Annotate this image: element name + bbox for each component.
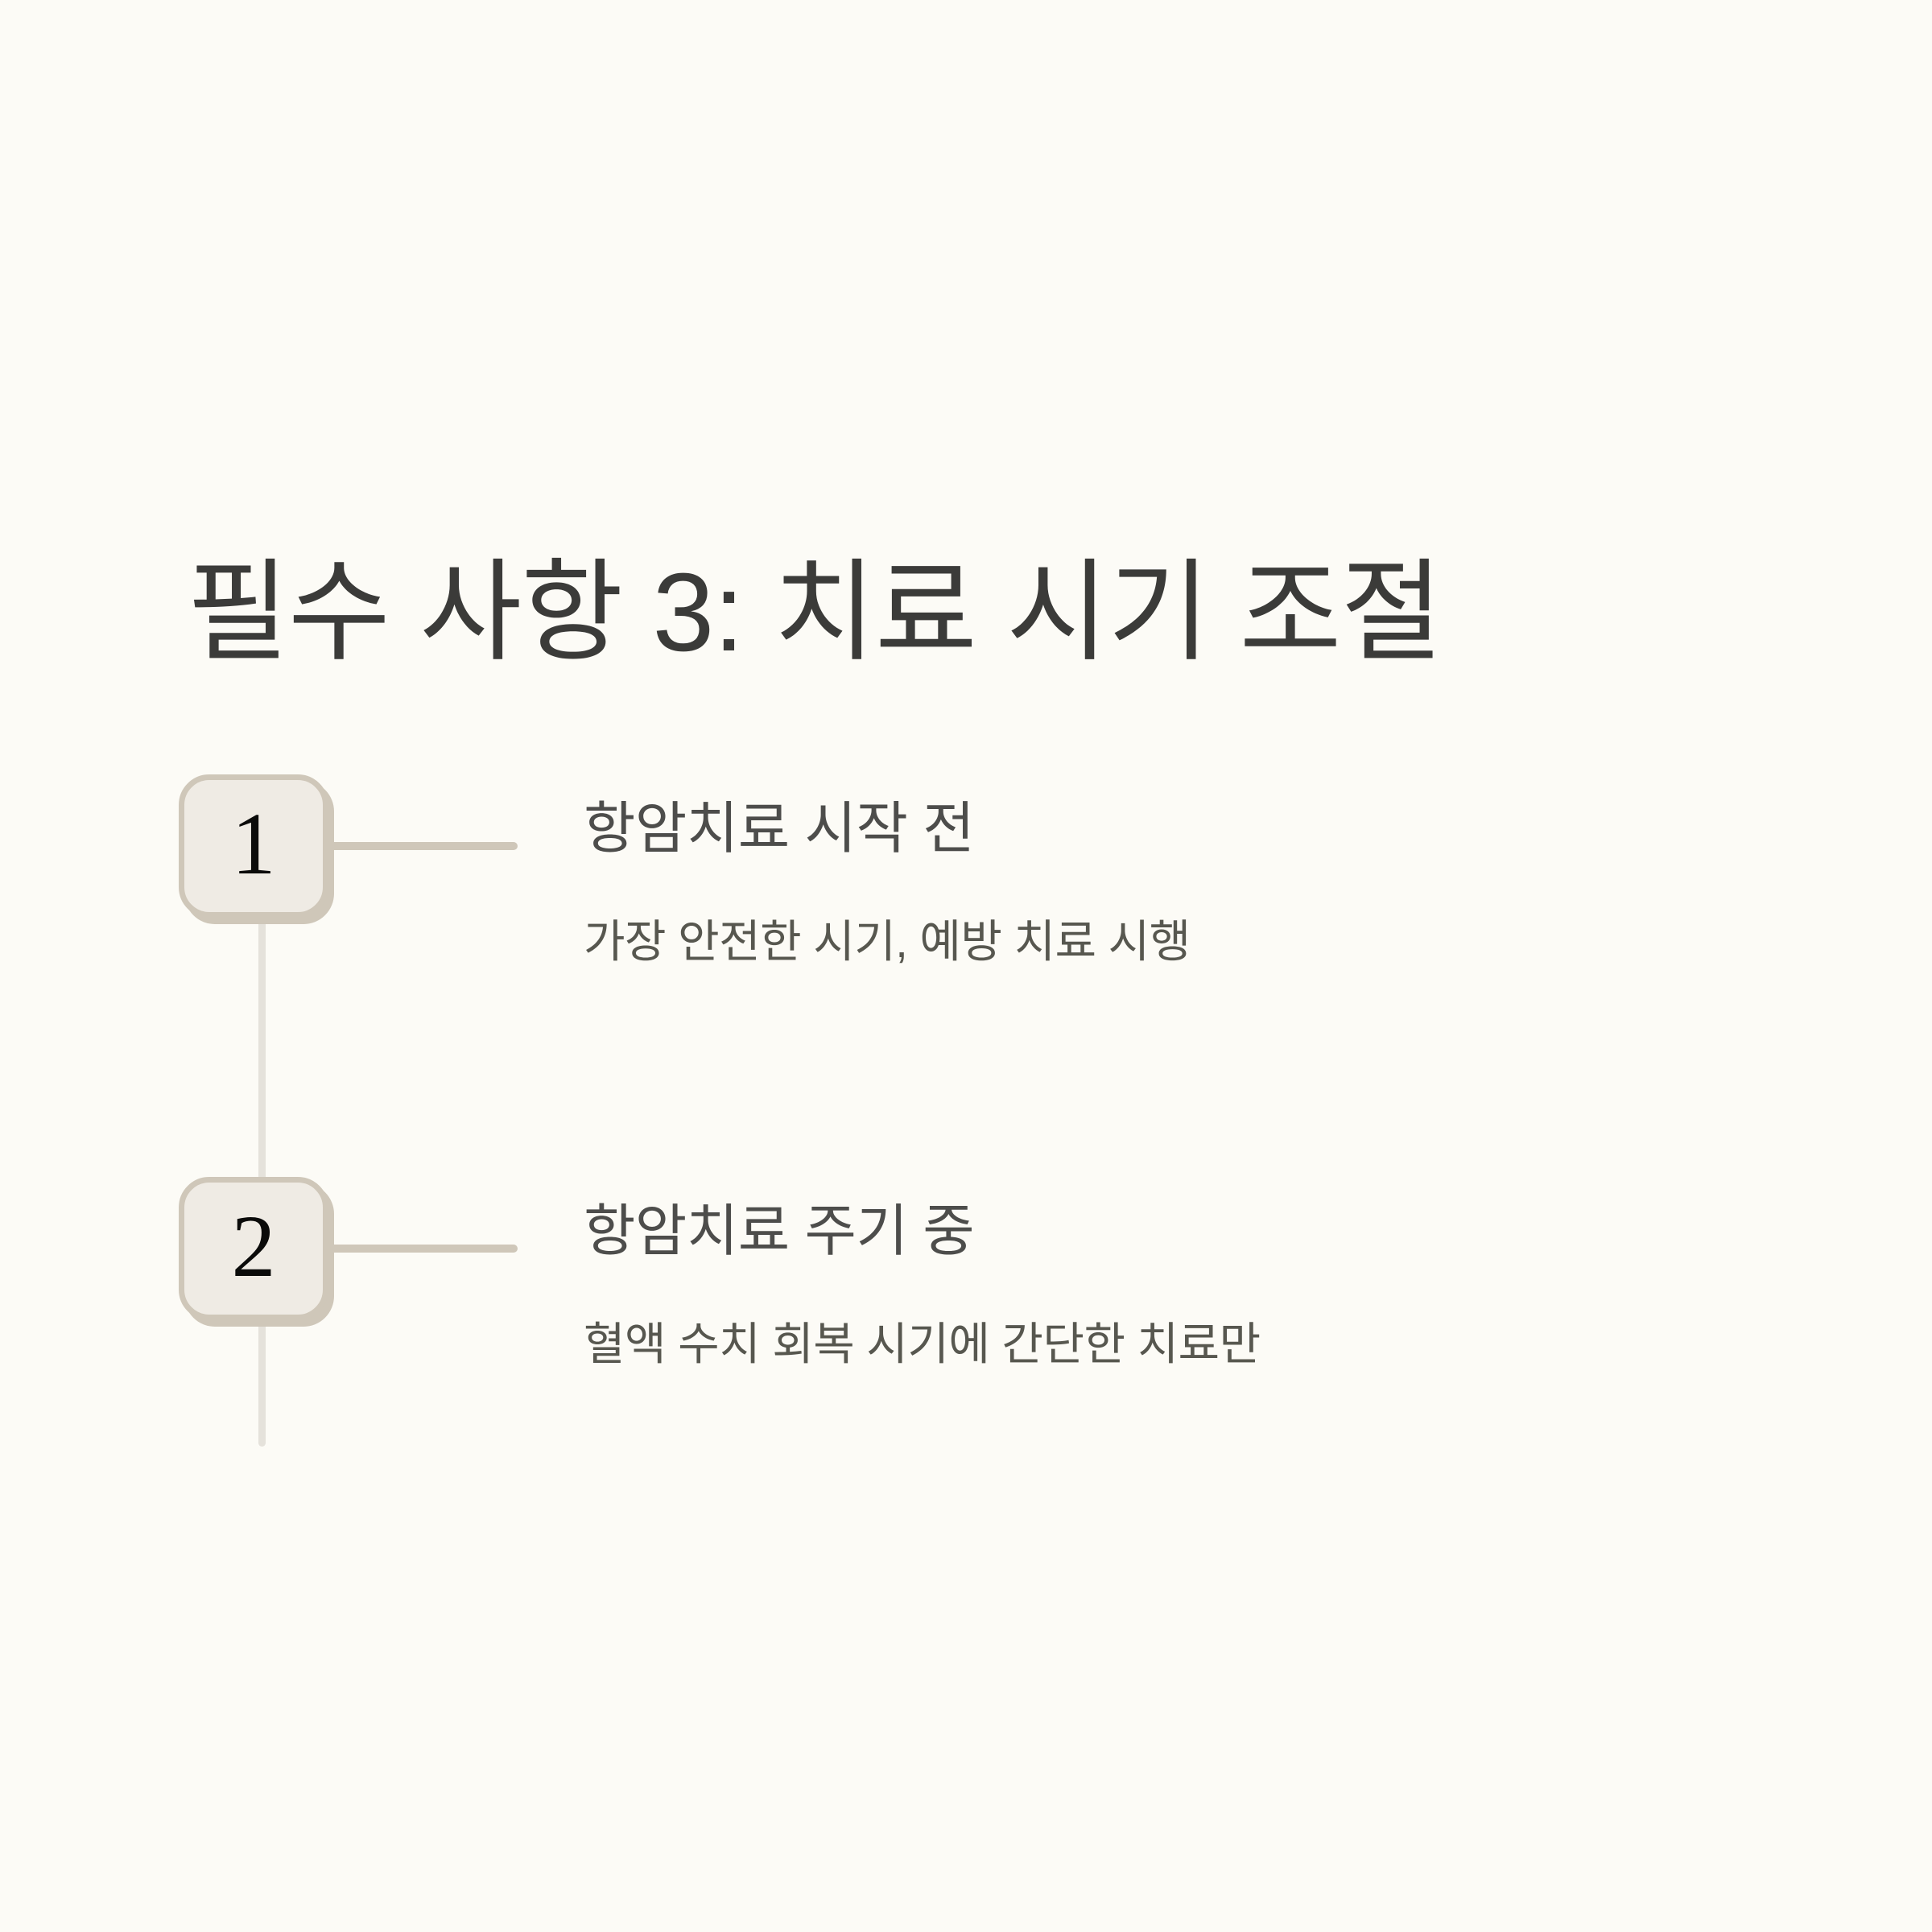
- step-number-label: 2: [231, 1197, 276, 1295]
- step-connector-line-1: [328, 842, 518, 850]
- step-body-2: 항암치료 주기 중 혈액 수치 회복 시기에 간단한 치료만: [584, 1196, 1839, 1373]
- step-title: 항암치료 시작 전: [584, 797, 975, 860]
- step-description: 가장 안전한 시기, 예방 치료 시행: [584, 915, 1191, 967]
- step-number-badge-2: 2: [179, 1177, 328, 1320]
- step-number-badge-1: 1: [179, 774, 328, 918]
- step-title: 항암치료 주기 중: [584, 1199, 975, 1262]
- step-number-label: 1: [231, 795, 276, 893]
- step-description: 혈액 수치 회복 시기에 간단한 치료만: [584, 1318, 1261, 1369]
- page-title: 필수 사항 3: 치료 시기 조절: [187, 551, 1443, 675]
- step-body-1: 항암치료 시작 전 가장 안전한 시기, 예방 치료 시행: [584, 794, 1839, 971]
- step-connector-line-2: [328, 1245, 518, 1253]
- timeline-vertical-line: [258, 847, 266, 1447]
